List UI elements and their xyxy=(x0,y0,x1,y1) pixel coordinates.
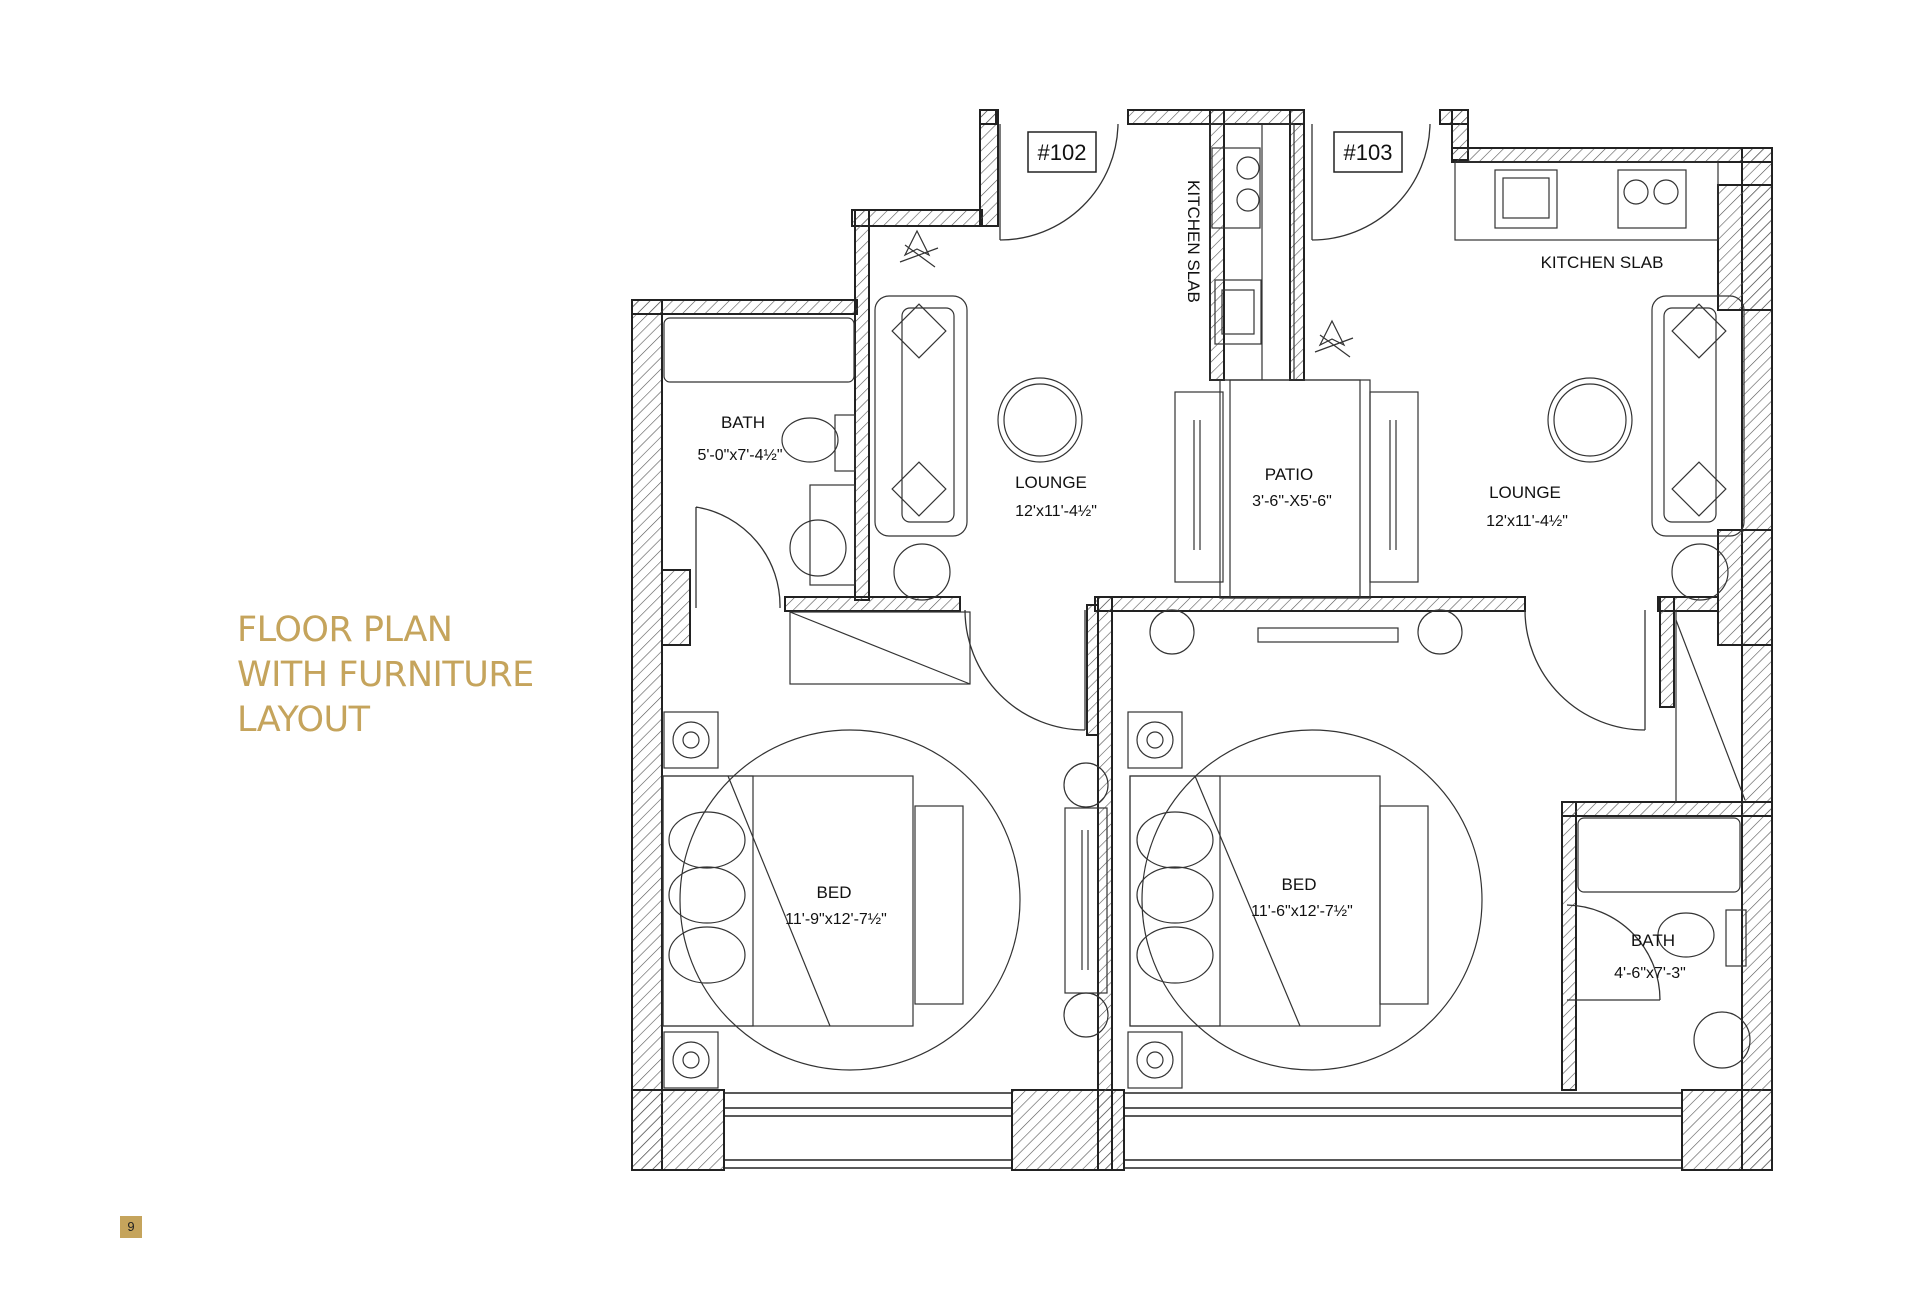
title-line-3: LAYOUT xyxy=(237,700,370,740)
bath-right-size: 4'-6"x7'-3" xyxy=(1614,965,1686,982)
bath-right-fixtures xyxy=(1577,610,1751,1069)
bedroom-left-furniture xyxy=(662,711,1109,1089)
svg-text:#103: #103 xyxy=(1344,140,1393,165)
lounge-right-size: 12'x11'-4½" xyxy=(1486,513,1568,530)
bath-left-fixtures xyxy=(663,317,971,685)
bed-right-name: BED xyxy=(1282,875,1317,894)
patio xyxy=(1174,379,1419,599)
unit-label-103: #103 xyxy=(1333,131,1403,173)
patio-name: PATIO xyxy=(1265,465,1314,484)
doors xyxy=(695,123,1661,1001)
kitchen-right xyxy=(1454,161,1719,241)
bed-left-name: BED xyxy=(817,883,852,902)
page-title: FLOOR PLAN WITH FURNITURE LAYOUT xyxy=(237,608,534,743)
lounge-right-name: LOUNGE xyxy=(1489,483,1561,502)
title-line-2: WITH FURNITURE xyxy=(237,655,534,695)
lounge-left-name: LOUNGE xyxy=(1015,473,1087,492)
svg-text:#102: #102 xyxy=(1038,140,1087,165)
unit-label-102: #102 xyxy=(1027,131,1097,173)
bed-left-size: 11'-9"x12'-7½" xyxy=(785,911,887,928)
kitchen-slab-label-right: KITCHEN SLAB xyxy=(1541,253,1664,272)
bath-right-name: BATH xyxy=(1631,931,1675,950)
title-line-1: FLOOR PLAN xyxy=(237,610,453,650)
bedroom-right-furniture xyxy=(1127,609,1483,1089)
room-labels: BATH 5'-0"x7'-4½" LOUNGE 12'x11'-4½" PAT… xyxy=(697,413,1685,982)
kitchen-slab-label-left: KITCHEN SLAB xyxy=(1184,180,1203,303)
bottom-windows xyxy=(723,1092,1683,1169)
sofa-right xyxy=(1314,295,1745,601)
bath-left-size: 5'-0"x7'-4½" xyxy=(697,447,782,464)
bed-right-size: 11'-6"x12'-7½" xyxy=(1251,903,1353,920)
bath-left-name: BATH xyxy=(721,413,765,432)
patio-size: 3'-6"-X5'-6" xyxy=(1252,493,1332,510)
sofa-left xyxy=(874,229,1083,601)
page-number: 9 xyxy=(120,1216,142,1238)
lounge-left-size: 12'x11'-4½" xyxy=(1015,503,1097,520)
